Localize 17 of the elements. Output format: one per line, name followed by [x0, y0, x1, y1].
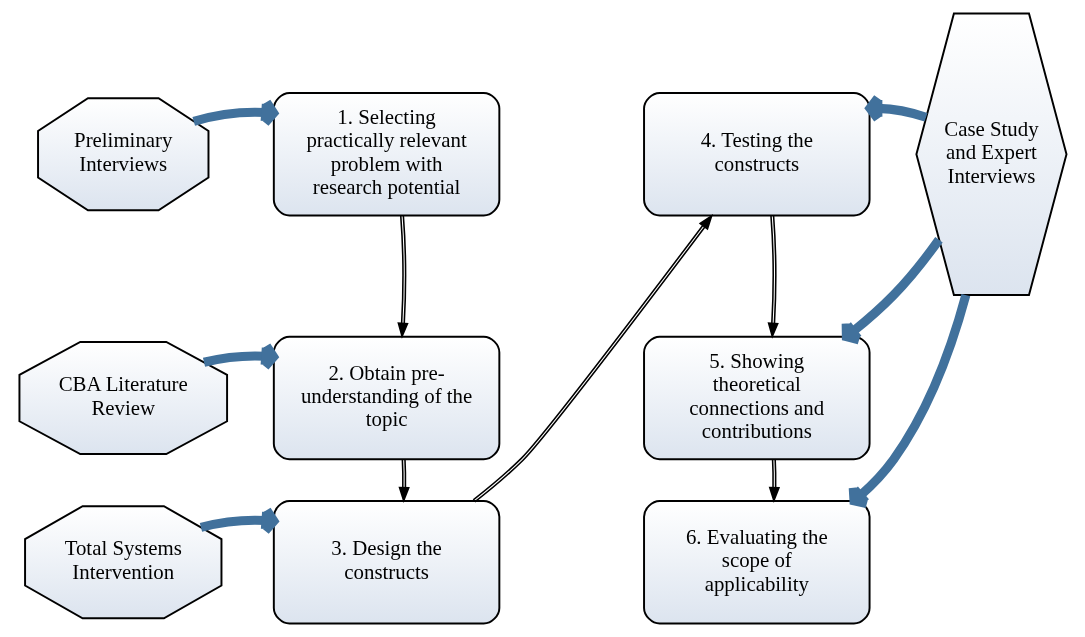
- node-box: 3. Design the constructs: [272, 500, 500, 625]
- arrow: [864, 93, 927, 124]
- node-box: 5. Showing theoretical connections and contributions: [642, 335, 871, 461]
- arrow: [192, 97, 278, 128]
- arrow: [767, 214, 779, 339]
- arrow: [202, 341, 278, 372]
- node-box: 2. Obtain pre-understanding of the topic: [272, 335, 500, 461]
- node-box: 1. Selecting practically relevant problem with research potential: [272, 92, 500, 217]
- node-box: 4. Testing the constructs: [642, 92, 871, 217]
- arrow: [841, 237, 943, 345]
- arrow: [397, 458, 410, 504]
- arrow: [768, 458, 780, 504]
- arrow: [199, 505, 278, 536]
- arrow: [472, 213, 713, 503]
- node-box: 6. Evaluating the scope of applicability: [642, 500, 871, 625]
- arrow: [396, 214, 409, 339]
- arrow: [848, 293, 970, 509]
